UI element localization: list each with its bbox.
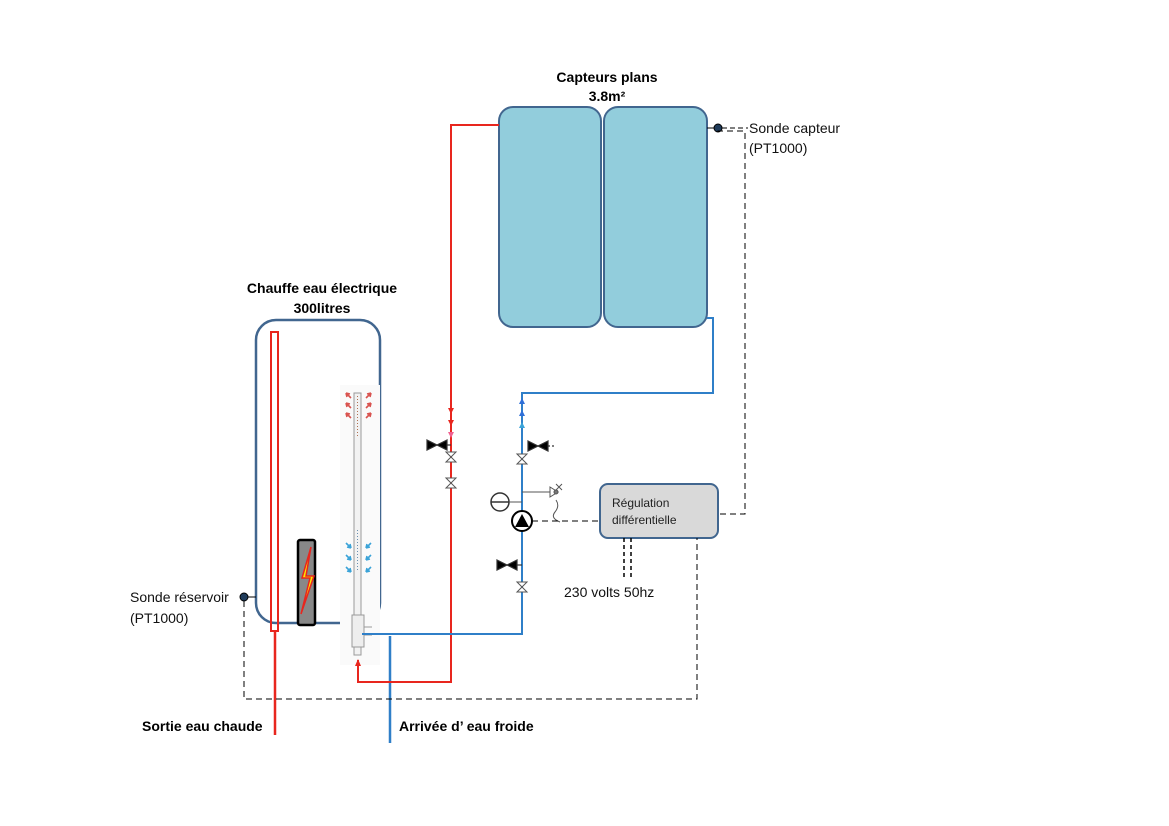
tank-sensor-type: (PT1000): [130, 610, 188, 626]
solar-hot-flow-pipe: [357, 124, 499, 683]
collector-sensor-wire: [717, 130, 746, 515]
controller-label-line2: différentielle: [612, 513, 677, 527]
tank-sensor-icon: [239, 592, 249, 602]
solar-exchanger-tube: [340, 385, 380, 665]
solar-return-pipe: [362, 317, 714, 635]
power-supply-cable: [623, 538, 632, 580]
hot-line-fill-valve: [426, 439, 451, 451]
lightning-bolt-icon: [300, 546, 316, 615]
tank-title: Chauffe eau électrique: [247, 280, 397, 296]
collectors-title: Capteurs plans: [556, 69, 657, 85]
hot-water-riser: [270, 331, 279, 632]
tank-volume: 300litres: [294, 300, 351, 316]
collector-panel-right: [603, 106, 708, 328]
hot-water-outlet-label: Sortie eau chaude: [142, 718, 263, 734]
power-supply-label: 230 volts 50hz: [564, 584, 654, 600]
differential-controller: [599, 483, 719, 539]
return-line-fill-valve: [527, 440, 556, 452]
return-line-isolation-valve: [515, 453, 529, 465]
lower-isolation-valve: [515, 581, 529, 593]
circulator-pump-icon: [511, 510, 533, 532]
pressure-gauge-icon: [490, 492, 522, 512]
collectors-area: 3.8m²: [589, 88, 626, 104]
hot-line-isolation-valve: [444, 451, 458, 489]
tank-sensor-label: Sonde réservoir: [130, 589, 229, 605]
electric-heating-element: [296, 538, 317, 627]
drain-valve: [496, 559, 522, 571]
safety-valve-group: [522, 483, 563, 523]
collector-sensor-label: Sonde capteur: [749, 120, 840, 136]
collector-sensor-type: (PT1000): [749, 140, 807, 156]
controller-label-line1: Régulation: [612, 496, 669, 510]
cold-intake-arrows: [345, 542, 372, 573]
cold-water-inlet-label: Arrivée d’ eau froide: [399, 718, 534, 734]
collector-panel-left: [498, 106, 602, 328]
heat-emission-arrows: [345, 392, 372, 419]
solar-collectors: [498, 106, 708, 328]
flow-direction-arrows: [355, 398, 525, 666]
tank-sensor-wire: [243, 538, 698, 700]
